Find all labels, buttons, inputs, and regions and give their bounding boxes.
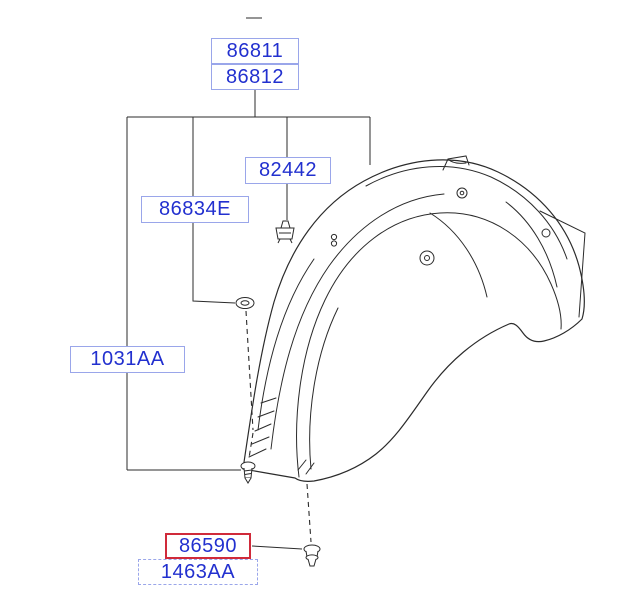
leader-lines [126, 17, 371, 550]
screw-icon [240, 461, 256, 484]
push-pin-icon [303, 544, 321, 567]
grommet-icon [235, 297, 255, 309]
part-label-86834E[interactable]: 86834E [141, 196, 249, 223]
clip-icon [275, 220, 295, 244]
fender-liner-drawing [242, 155, 586, 482]
part-label-1463AA[interactable]: 1463AA [138, 559, 258, 585]
part-label-82442[interactable]: 82442 [245, 157, 331, 184]
part-label-86590[interactable]: 86590 [165, 533, 251, 559]
part-label-1031AA[interactable]: 1031AA [70, 346, 185, 373]
assembly-dashed-lines [245, 310, 312, 543]
part-label-86812[interactable]: 86812 [211, 64, 299, 90]
part-label-86811[interactable]: 86811 [211, 38, 299, 64]
